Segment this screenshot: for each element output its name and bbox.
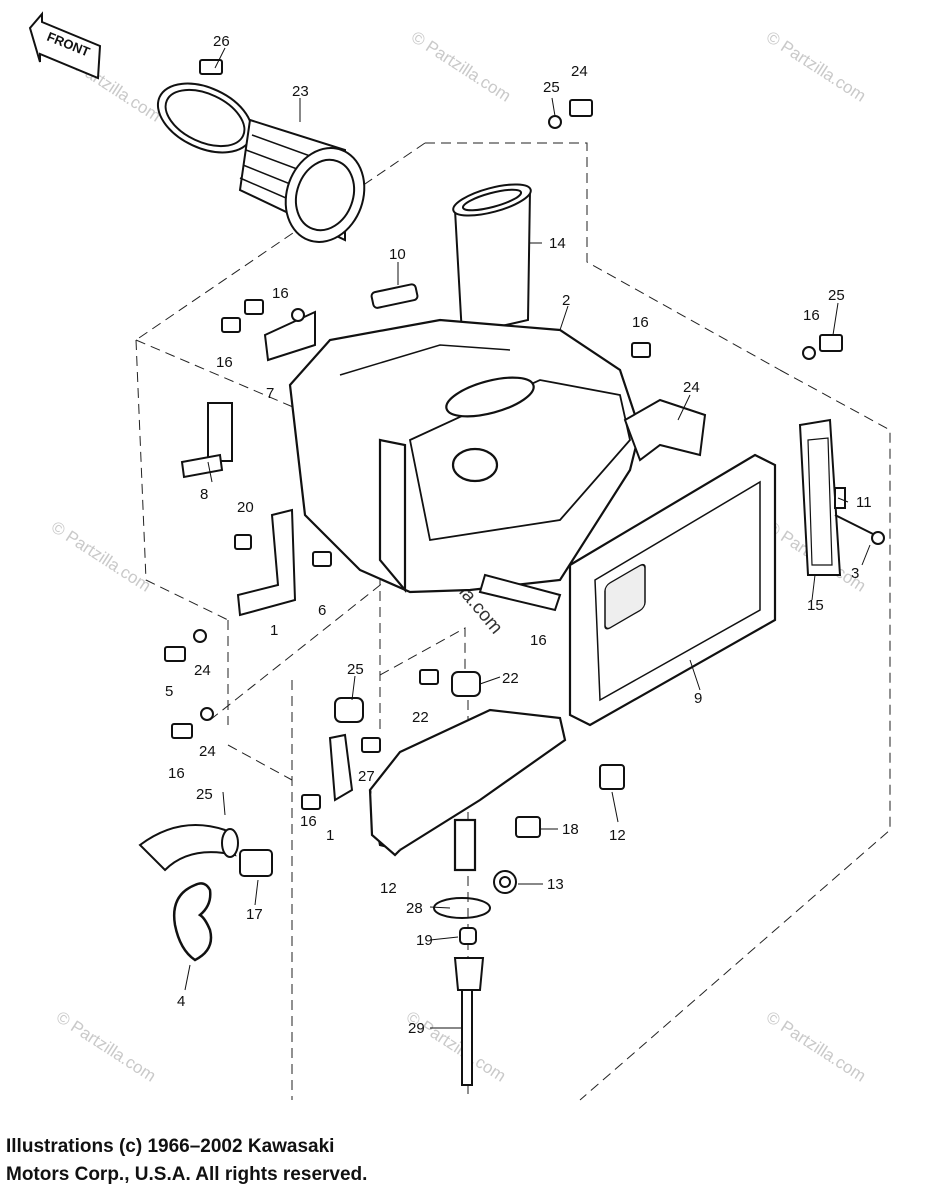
callout-label: 26 (213, 33, 230, 50)
part-8-bracket (623, 398, 707, 462)
part-5-filter-element (568, 453, 777, 727)
part-14-snorkel (452, 183, 532, 337)
callout-label: 6 (318, 602, 326, 619)
part-28-fitting (239, 849, 273, 877)
front-arrow-icon: FRONT (28, 11, 102, 80)
copyright-line-2: Motors Corp., U.S.A. All rights reserved… (6, 1164, 368, 1185)
part-21-drain-tube (453, 927, 485, 1086)
copyright-line-1: Illustrations (c) 1966–2002 Kawasaki (6, 1136, 335, 1157)
bolt-icon (164, 99, 843, 810)
callout-label: 24 (199, 743, 216, 760)
part-7-bracket (263, 308, 316, 362)
watermark: © Partzilla.com (53, 1007, 159, 1085)
callout-label: 10 (389, 246, 406, 263)
callout-label: 16 (272, 285, 289, 302)
callout-label: 27 (358, 768, 375, 785)
callout-label: 24 (571, 63, 588, 80)
callout-label: 4 (177, 993, 185, 1010)
part-2-air-box (288, 318, 642, 594)
callout-label: 16 (300, 813, 317, 830)
callout-label: 23 (292, 83, 309, 100)
callout-label: 12 (380, 880, 397, 897)
part-29-hose-clip (172, 882, 213, 962)
part-18-bracket (328, 733, 354, 802)
part-23-intake-boot (156, 59, 366, 243)
callout-label: 16 (632, 314, 649, 331)
part-27-hose (138, 824, 239, 872)
part-11-stud (180, 402, 233, 479)
callout-label: 16 (530, 632, 547, 649)
callout-label: 20 (237, 499, 254, 516)
watermark: © Partzilla.com (408, 27, 514, 105)
callout-label: 1 (326, 827, 334, 844)
callout-label: 25 (347, 661, 364, 678)
part-10-grommet (370, 283, 419, 309)
callout-label: 24 (194, 662, 211, 679)
callout-label: 8 (200, 486, 208, 503)
part-20-bolt (834, 487, 885, 545)
part-3-filter-holder (798, 418, 842, 576)
callout-label: 16 (216, 354, 233, 371)
callout-label: 29 (408, 1020, 425, 1037)
part-6-bracket (236, 508, 297, 617)
part-19-clip-ring (433, 897, 491, 919)
callout-label: 19 (416, 932, 433, 949)
callout-label: 22 (412, 709, 429, 726)
callout-label: 3 (851, 565, 859, 582)
callout-label: 17 (246, 906, 263, 923)
part-13-lower-case (368, 708, 567, 872)
callout-label: 25 (543, 79, 560, 96)
callout-label: 28 (406, 900, 423, 917)
callout-label: 1 (270, 622, 278, 639)
part-22-grommet (334, 671, 481, 723)
callout-label: 25 (196, 786, 213, 803)
callout-label: 18 (562, 821, 579, 838)
callout-label: 5 (165, 683, 173, 700)
callout-label: 22 (502, 670, 519, 687)
copyright-notice: Illustrations (c) 1966–2002 Kawasaki Mot… (6, 1133, 367, 1189)
callout-label: 9 (694, 690, 702, 707)
callout-label: 12 (609, 827, 626, 844)
callout-label: 2 (562, 292, 570, 309)
callout-label: 16 (168, 765, 185, 782)
callout-label: 7 (266, 385, 274, 402)
callout-label: 25 (828, 287, 845, 304)
part-12-clip-nut (515, 764, 625, 838)
part-17-nut (493, 870, 517, 894)
watermark: © Partzilla.com (763, 27, 869, 105)
callout-label: 16 (803, 307, 820, 324)
callout-label: 15 (807, 597, 824, 614)
leader-lines (184, 47, 871, 1029)
callout-label: 13 (547, 876, 564, 893)
part-9-clip (478, 573, 562, 612)
callout-label: 11 (856, 494, 872, 511)
callout-labels: 26 23 25 24 14 10 16 2 16 16 7 16 25 24 … (165, 33, 872, 1037)
watermark: © Partzilla.com (48, 517, 154, 595)
callout-label: 14 (549, 235, 566, 252)
watermark: © Partzilla.com (763, 1007, 869, 1085)
callout-label: 24 (683, 379, 700, 396)
